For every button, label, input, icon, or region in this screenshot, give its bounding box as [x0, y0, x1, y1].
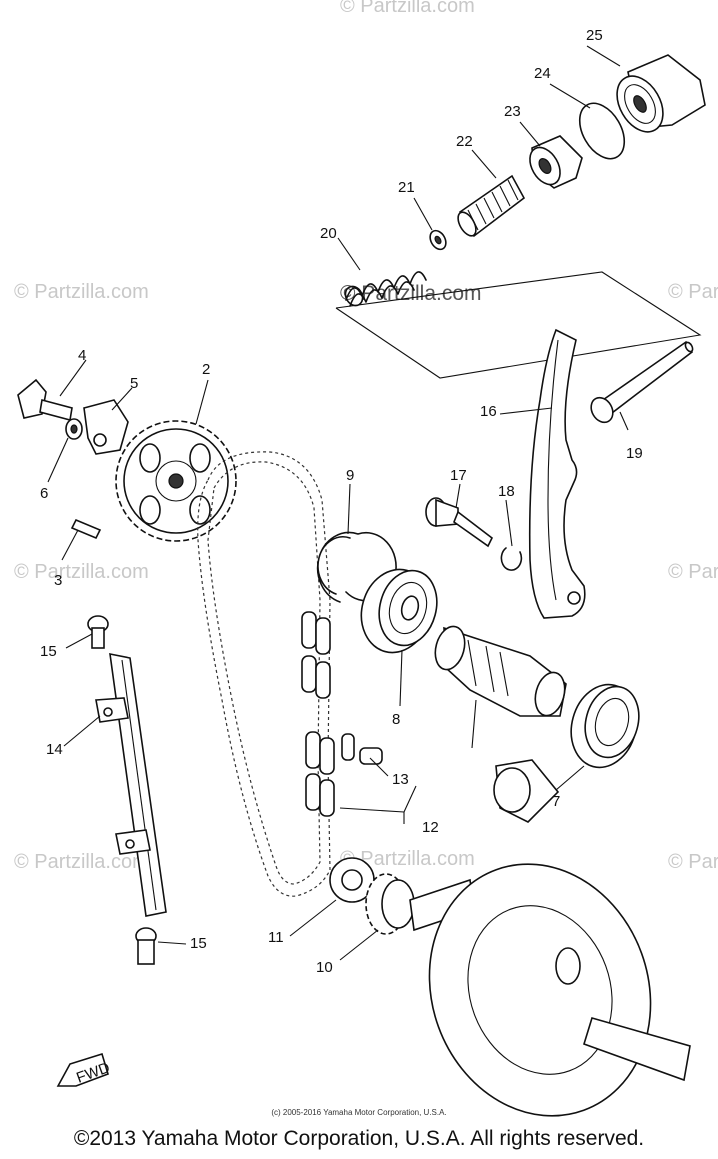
- copyright-main: ©2013 Yamaha Motor Corporation, U.S.A. A…: [73, 1127, 645, 1150]
- watermark-right-2: © Partzilla.com: [668, 561, 718, 583]
- callout-24: 24: [534, 65, 551, 82]
- part-11-plate: [329, 857, 375, 903]
- callout-8: 8: [392, 711, 400, 728]
- callout-7: 7: [552, 793, 560, 810]
- part-15-bolt-bottom: [135, 927, 157, 965]
- part-3-dowel-pin: [70, 518, 102, 540]
- callout-4: 4: [78, 347, 86, 364]
- callout-2: 2: [202, 361, 210, 378]
- part-18-circlip: [500, 547, 523, 571]
- callout-16: 16: [480, 403, 497, 420]
- callout-25: 25: [586, 27, 603, 44]
- callout-13: 13: [392, 771, 409, 788]
- callout-23: 23: [504, 103, 521, 120]
- part-4-bolt: [17, 378, 73, 421]
- leader-lines: [47, 45, 629, 961]
- watermark-right-1: © Partzilla.com: [668, 281, 718, 303]
- part-7-bearing: [570, 683, 640, 769]
- assembly-guide-lines: [335, 271, 702, 379]
- callout-14: 14: [46, 741, 63, 758]
- watermark-left-1: © Partzilla.com: [14, 281, 149, 303]
- part-17-bolt: [425, 497, 494, 548]
- part-10-drive-sprocket: [365, 873, 415, 935]
- copyright-small: (c) 2005-2016 Yamaha Motor Corporation, …: [271, 1108, 447, 1117]
- callout-19: 19: [626, 445, 643, 462]
- part-5-lock-plate: [83, 399, 129, 455]
- watermark-right-3: © Partzilla.com: [668, 851, 718, 873]
- callout-15-bottom: 15: [190, 935, 207, 952]
- watermark-left-3: © Partzilla.com: [14, 851, 149, 873]
- part-crankshaft: [409, 759, 691, 1117]
- part-14-chain-guide: [95, 652, 167, 917]
- callout-3: 3: [54, 572, 62, 589]
- part-2-cam-sprocket: [115, 420, 237, 542]
- callout-labels: 2 3 4 5 6 7 8 9 10 11 12 13 14 15 15 16 …: [40, 27, 643, 976]
- part-16-chain-tensioner-guide: [528, 328, 586, 619]
- callout-12: 12: [422, 819, 439, 836]
- part-22-tensioner-rod: [457, 174, 526, 238]
- part-23-tensioner-body: [529, 135, 583, 189]
- part-19-pivot-pin: [590, 340, 694, 424]
- watermark-left-2: © Partzilla.com: [14, 561, 149, 583]
- callout-20: 20: [320, 225, 337, 242]
- part-13-master-link: [341, 733, 383, 765]
- part-25-cap-bolt: [616, 54, 706, 133]
- part-15-bolt-top: [87, 615, 109, 649]
- callout-17: 17: [450, 467, 467, 484]
- part-1-cam-chain: [197, 451, 331, 897]
- part-12-chain-link: [301, 611, 335, 817]
- part-camshaft: [434, 625, 567, 717]
- part-6-washer: [65, 418, 83, 440]
- fwd-arrow: FWD: [56, 1052, 112, 1087]
- callout-18: 18: [498, 483, 515, 500]
- callout-6: 6: [40, 485, 48, 502]
- callout-22: 22: [456, 133, 473, 150]
- watermark-top: © Partzilla.com: [340, 0, 475, 17]
- callout-21: 21: [398, 179, 415, 196]
- callout-9: 9: [346, 467, 354, 484]
- callout-15-top: 15: [40, 643, 57, 660]
- callout-11: 11: [268, 929, 284, 946]
- part-21-washer: [429, 229, 447, 251]
- part-20-spring: [344, 271, 427, 307]
- callout-10: 10: [316, 959, 333, 976]
- part-24-o-ring: [578, 102, 626, 160]
- callout-5: 5: [130, 375, 138, 392]
- part-8-bearing: [360, 568, 438, 654]
- watermark-center-low: © Partzilla.com: [340, 848, 475, 870]
